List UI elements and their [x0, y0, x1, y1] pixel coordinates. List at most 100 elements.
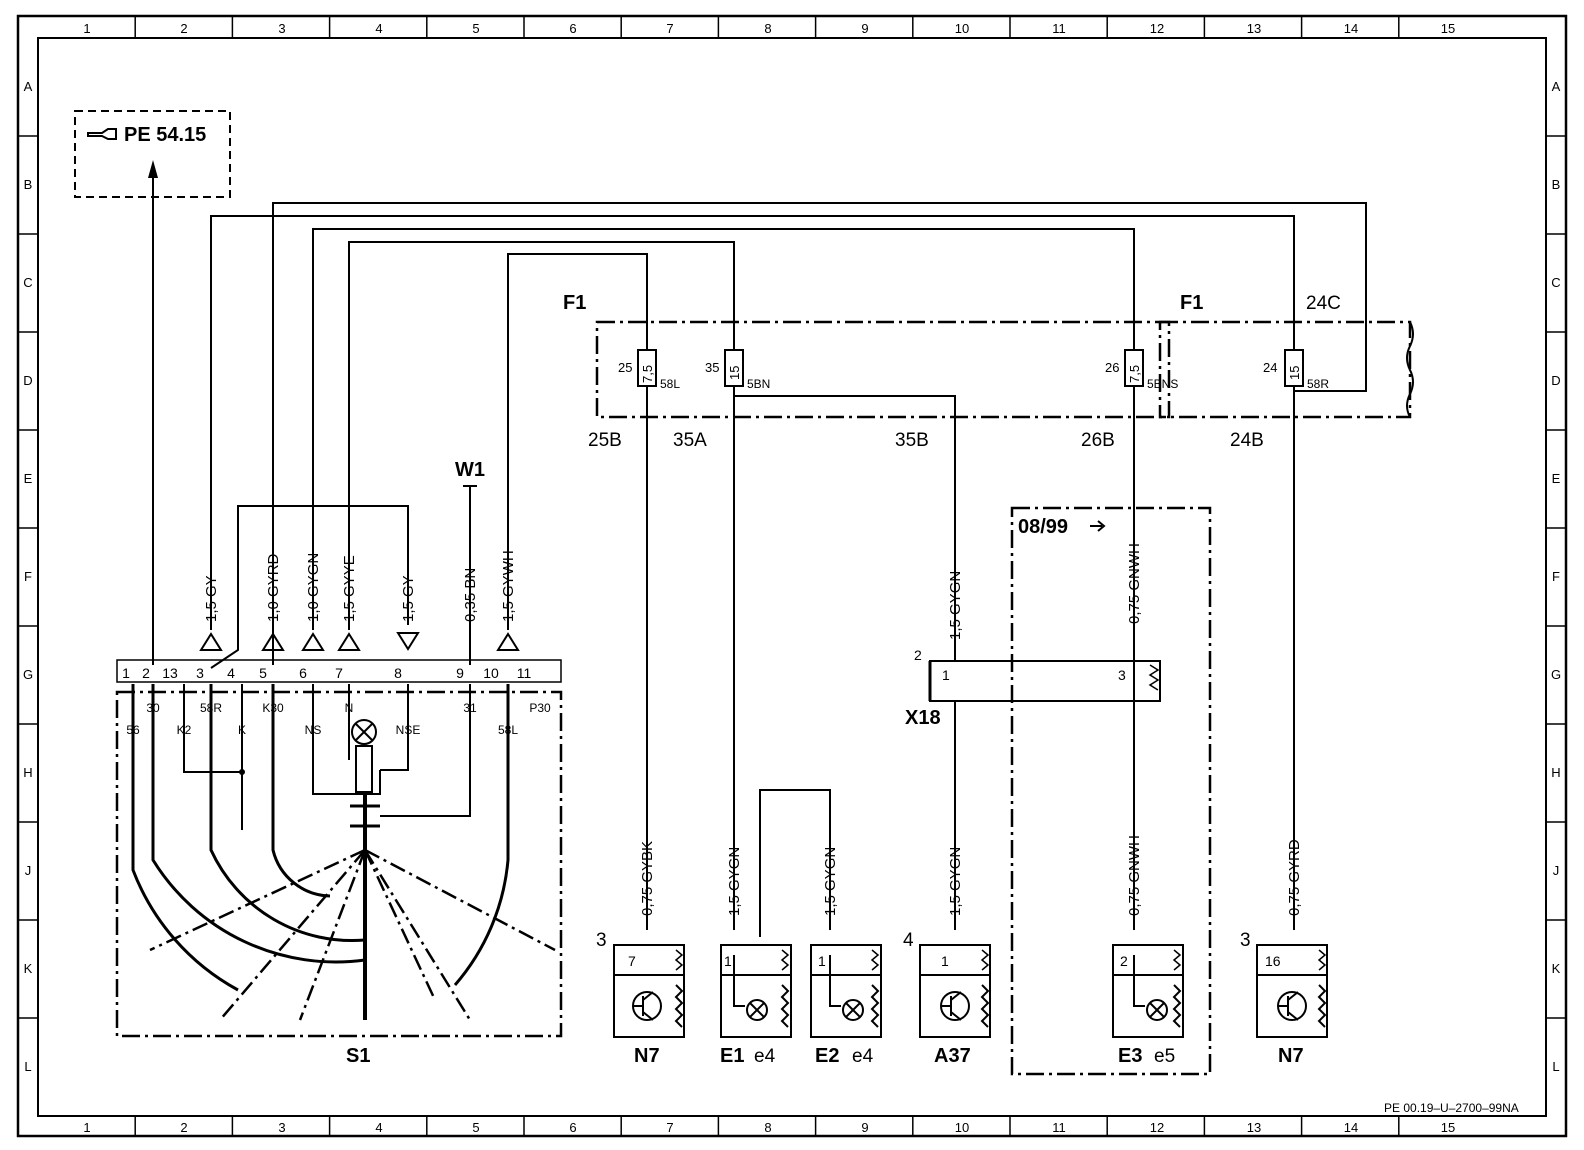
switch-pin: 10: [483, 665, 499, 681]
wire-label: 0,75 GNWH: [1126, 543, 1143, 624]
component-pin: 2: [1120, 953, 1128, 969]
grid-col-bottom: 8: [764, 1120, 771, 1135]
grid-row-left: L: [24, 1059, 31, 1074]
fuse-box-label: F1: [1180, 292, 1203, 314]
grid-rows: A B C D E F G H J K L A B C D E F G H J …: [23, 79, 1561, 1074]
component-n7-left[interactable]: 3 7 N7: [596, 930, 685, 1067]
reference-box[interactable]: PE 54.15: [74, 110, 231, 665]
component-name: A37: [934, 1045, 971, 1067]
fuse-rating: 15: [727, 366, 742, 380]
switch-pin: 13: [162, 665, 178, 681]
wire-labels-upper: 1,5 GY 1,0 GYRD 1,0 GYGN 1,5 GYYE 1,5 GY…: [203, 550, 517, 622]
component-conn: 3: [1240, 930, 1251, 951]
switch-pin: 3: [196, 665, 204, 681]
switch-pin: 8: [394, 665, 402, 681]
fuse-24[interactable]: 15 24 58R: [1263, 328, 1329, 930]
wire-labels-lower: 0,75 GYBK 1,5 GYGN 1,5 GYGN 1,5 GYGN 0,7…: [639, 835, 1303, 916]
grid-row-right: J: [1553, 863, 1560, 878]
fuse-box-right: F1: [1158, 292, 1414, 419]
wire-label: 1,5 GYGN: [726, 847, 743, 916]
wire-label: 1,5 GY: [203, 575, 220, 622]
grid-row-left: G: [23, 667, 33, 682]
model-year-label: 08/99: [1018, 516, 1068, 538]
grid-col-bottom: 5: [472, 1120, 479, 1135]
fuse-circuit: 5BNS: [1147, 377, 1178, 391]
fuse-26[interactable]: 7,5 26 5BNS: [1105, 328, 1178, 930]
bus-label: 35A: [673, 430, 707, 451]
fuse-number: 26: [1105, 360, 1119, 375]
grid-row-right: G: [1551, 667, 1561, 682]
wire-label: 1,5 GYYE: [341, 555, 358, 622]
grid-col-bottom: 13: [1247, 1120, 1261, 1135]
grid-col-top: 8: [764, 21, 771, 36]
fuse-box-left: F1: [563, 292, 1171, 419]
bus-label: 24B: [1230, 430, 1264, 451]
grid-col-bottom: 6: [569, 1120, 576, 1135]
component-e3[interactable]: 2 E3 e5: [1112, 944, 1184, 1067]
reference-text: PE 54.15: [124, 124, 206, 146]
grid-columns: 1 2 3 4 5 6 7 8 9 10 11 12 13 14 15 1 2 …: [83, 21, 1455, 1135]
connector-x18[interactable]: 2 1 3 X18: [905, 647, 1161, 729]
transistor-icon: [632, 991, 662, 1021]
lamp-icon: [842, 999, 864, 1021]
component-name: N7: [1278, 1045, 1304, 1067]
fuse-rating: 7,5: [640, 365, 655, 383]
fuse-number: 35: [705, 360, 719, 375]
grid-col-top: 6: [569, 21, 576, 36]
grid-col-top: 3: [278, 21, 285, 36]
component-conn: 3: [596, 930, 607, 951]
grid-col-top: 5: [472, 21, 479, 36]
component-n7-right[interactable]: 3 16 N7: [1240, 930, 1328, 1067]
bus-labels: 25B 35A 35B 26B 24B 24C: [588, 293, 1341, 451]
grid-col-top: 1: [83, 21, 90, 36]
wire-labels-mid: 1,5 GYGN 0,75 GNWH: [947, 543, 1143, 640]
grid-row-right: F: [1552, 569, 1560, 584]
grid-col-top: 7: [666, 21, 673, 36]
component-sub: e4: [852, 1046, 874, 1067]
connector-pin: 1: [942, 667, 950, 683]
component-sub: e5: [1154, 1046, 1175, 1067]
grid-row-left: H: [23, 765, 32, 780]
light-switch-s1[interactable]: 1 2 13 3 4 5 6 7 8 9 10 11 56 30 K2 58R …: [115, 659, 563, 1067]
fuse-circuit: 58L: [660, 377, 680, 391]
fuse-box-label: F1: [563, 292, 586, 314]
grid-row-right: H: [1551, 765, 1560, 780]
component-a37[interactable]: 4 1 A37: [903, 930, 991, 1067]
bus-label: 26B: [1081, 430, 1115, 451]
switch-pin: 4: [227, 665, 235, 681]
component-name: N7: [634, 1045, 660, 1067]
switch-pin: 6: [299, 665, 307, 681]
transistor-icon: [1277, 991, 1307, 1021]
switch-pin: 7: [335, 665, 343, 681]
grid-row-right: C: [1551, 275, 1560, 290]
fuse-35[interactable]: 15 35 5BN: [705, 328, 956, 930]
wire-label: 0,75 GYRD: [1286, 839, 1303, 916]
switch-pin: 9: [456, 665, 464, 681]
grid-col-top: 12: [1150, 21, 1164, 36]
component-e1[interactable]: 1 E1 e4: [720, 944, 792, 1067]
fuse-circuit: 5BN: [747, 377, 770, 391]
component-name: E1: [720, 1045, 744, 1067]
grid-row-right: A: [1552, 79, 1561, 94]
ground-label: W1: [455, 459, 485, 481]
wire-label: 1,0 GYRD: [265, 553, 282, 622]
wire-label: 1,0 GYGN: [305, 553, 322, 622]
wire-label: 0,35 BN: [462, 568, 479, 622]
fuse-number: 25: [618, 360, 632, 375]
fuse-rating: 15: [1287, 366, 1302, 380]
fuse-25[interactable]: 7,5 25 58L: [618, 328, 680, 930]
pointing-hand-icon: [87, 128, 117, 140]
grid-row-right: E: [1552, 471, 1561, 486]
grid-row-left: F: [24, 569, 32, 584]
switch-pin: 11: [517, 665, 532, 681]
switch-connector-arrows: [199, 632, 520, 651]
bus-label: 25B: [588, 430, 622, 451]
grid-row-left: K: [24, 961, 33, 976]
fuse-circuit: 58R: [1307, 377, 1329, 391]
component-pin: 1: [941, 953, 949, 969]
component-e2[interactable]: 1 E2 e4: [810, 944, 882, 1067]
wire-label: 1,5 GYGN: [947, 571, 964, 640]
wire-label: 1,5 GYWH: [500, 550, 517, 622]
connector-label: X18: [905, 707, 941, 729]
